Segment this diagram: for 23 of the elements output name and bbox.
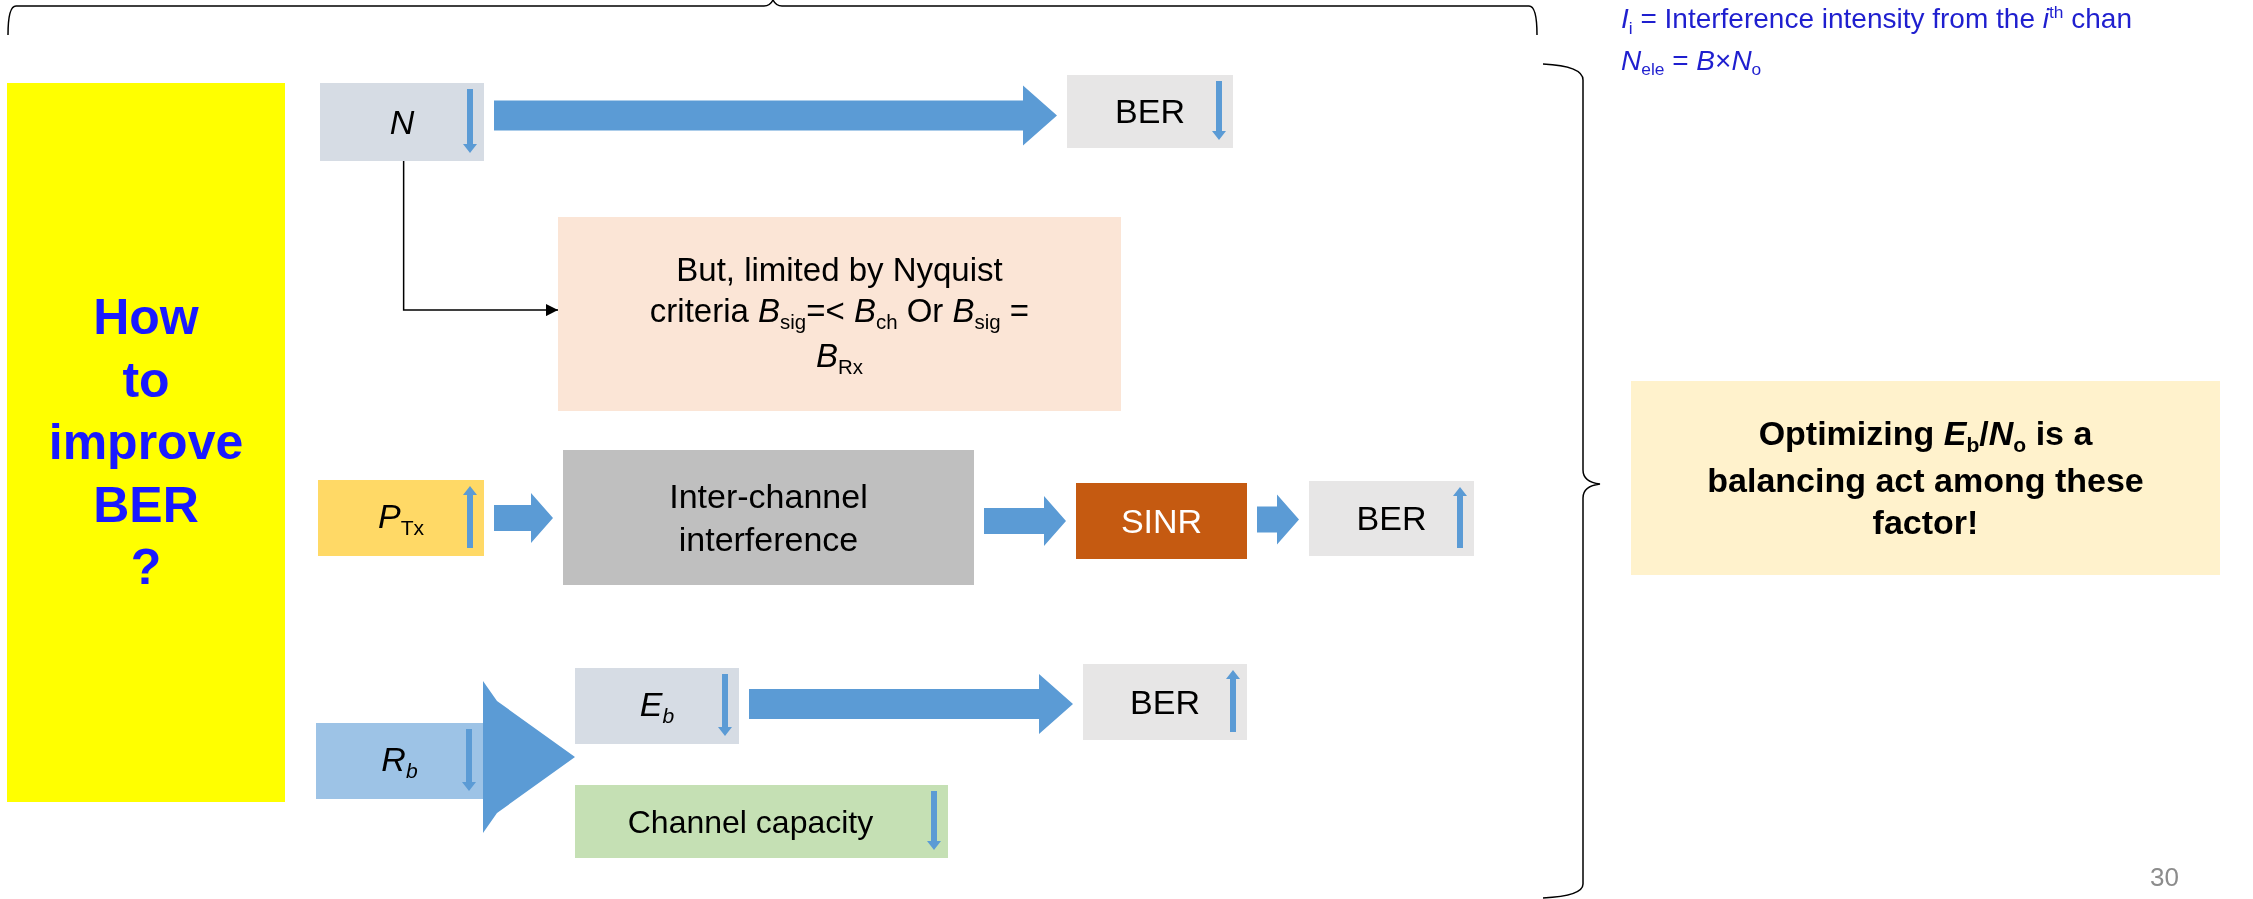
- block-arrow: [1257, 494, 1299, 545]
- process-box: P$_{Tx}$: [318, 480, 484, 556]
- formula-text: N$_{ele}$ = B×N$_{o}$: [1621, 44, 1762, 81]
- arrow: [402, 160, 559, 317]
- process-box: BER: [1083, 664, 1247, 740]
- process-box: E$_{b}$: [575, 668, 739, 744]
- formula-text: I$_{i}$ = Interference intensity from the i$^{th}$ chan: [1621, 2, 2132, 39]
- process-box: BER: [1309, 481, 1474, 556]
- page-number: 30: [2150, 862, 2179, 894]
- process-box: BER: [1067, 75, 1233, 148]
- block-arrow: [494, 493, 553, 543]
- process-box: But, limited by Nyquist criteria B$_{sig}$=< B$_{ch}$ Or B$_{sig}$ = B$_{Rx}$: [558, 217, 1121, 411]
- process-box: Inter-channel interference: [563, 450, 974, 585]
- process-box: N: [320, 83, 484, 161]
- split-arrow: [483, 681, 575, 833]
- conclusion-box: Optimizing E$_{b}$/N$_{o}$ is a balancing act among these factor!: [1631, 381, 2220, 575]
- block-arrow: [984, 496, 1066, 546]
- block-arrow: [749, 674, 1073, 734]
- question-box: How to improve BER ?: [7, 83, 285, 802]
- process-box: R$_{b}$: [316, 723, 483, 799]
- block-arrow: [494, 85, 1057, 146]
- process-box: Channel capacity: [575, 785, 948, 858]
- process-box: SINR: [1076, 483, 1247, 559]
